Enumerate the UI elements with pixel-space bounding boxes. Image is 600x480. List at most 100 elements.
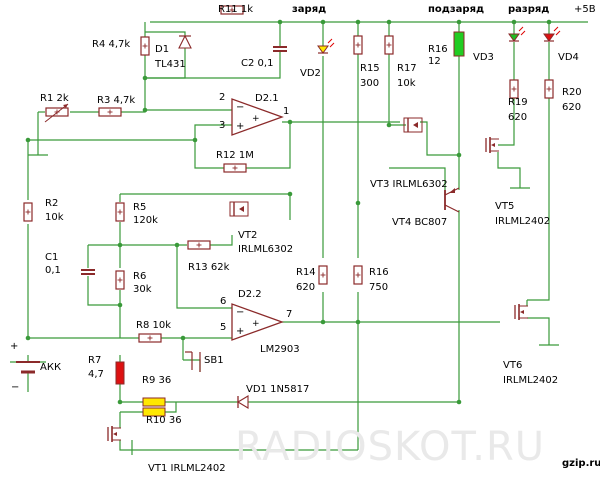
- label-c2: C2 0,1: [241, 58, 273, 69]
- label-d1-type: TL431: [154, 59, 186, 70]
- c1: [81, 269, 95, 275]
- wire-r20-vt6: [527, 98, 550, 301]
- wire-vt1-source: [119, 440, 358, 451]
- vt6-nmos-arrow: [520, 310, 524, 314]
- label-vt2: VT2: [238, 230, 257, 241]
- junction-dot: [355, 319, 361, 325]
- junction-dot: [142, 107, 148, 113]
- vt4-arrow: [449, 188, 455, 193]
- wire-vt5-source: [497, 152, 521, 188]
- vd4-body: [543, 33, 555, 42]
- wire-vt6-source: [527, 317, 550, 345]
- vd1-body: [236, 395, 249, 409]
- junction-dot: [456, 152, 462, 158]
- junction-dot: [117, 399, 123, 405]
- wire-d22-in6: [176, 245, 232, 309]
- label-r17-value: 10k: [397, 78, 416, 89]
- wire-r12-right: [245, 122, 291, 169]
- wire-r1-ground: [28, 112, 48, 156]
- d22-opamp: −++: [231, 303, 284, 341]
- label-pin7: 7: [286, 309, 292, 320]
- label-vt6: VT6: [503, 360, 522, 371]
- r8: [138, 333, 162, 343]
- junction-dot: [355, 19, 361, 25]
- label-r20: R20: [562, 87, 582, 98]
- label-r15-value: 300: [360, 78, 379, 89]
- label-r3: R3 4,7k: [97, 95, 135, 106]
- label-r17: R17: [397, 63, 417, 74]
- vt3-pmos: [403, 117, 423, 133]
- vt3-pmos-arrow: [413, 122, 418, 128]
- r5: [115, 202, 125, 222]
- vd1-diode: [236, 395, 249, 409]
- vd3-ray: [518, 26, 524, 32]
- label-pin5: 5: [220, 322, 226, 333]
- d22-opamp-body: [231, 303, 284, 341]
- label-r10: R10 36: [146, 415, 182, 426]
- label-vd1: VD1 1N5817: [246, 384, 309, 395]
- site-label: gzip.ru: [562, 458, 600, 469]
- d21-opamp-plus: +: [236, 121, 244, 132]
- r1-arrow: [63, 104, 68, 108]
- label-r6-value: 30k: [133, 284, 152, 295]
- vt3-pmos-frame: [403, 117, 423, 133]
- label-r8: R8 10k: [136, 320, 171, 331]
- vd2-ray: [329, 42, 335, 48]
- label-r7: R7: [88, 355, 101, 366]
- r7-resistor: [115, 361, 125, 385]
- label-d21: D2.1: [255, 93, 279, 104]
- label-vt1: VT1 IRLML2402: [148, 463, 226, 474]
- r16: [353, 265, 363, 285]
- label-r7-value: 4,7: [88, 369, 104, 380]
- wire-r12-left: [194, 140, 225, 169]
- label-c1: C1: [45, 252, 58, 263]
- label-r13: R13 62k: [188, 262, 230, 273]
- r19: [509, 79, 519, 99]
- vd2: [317, 38, 335, 54]
- d21-opamp-inner: +: [252, 114, 260, 124]
- label-r1: R1 2k: [40, 93, 69, 104]
- label-vt6-type: IRLML2402: [503, 375, 558, 386]
- wire: [165, 402, 177, 413]
- label-d22: D2.2: [238, 289, 262, 300]
- r16-top-body: [453, 31, 465, 57]
- label-r16-value: 750: [369, 282, 388, 293]
- r16-top: [453, 31, 465, 57]
- label-vd2: VD2: [300, 68, 321, 79]
- components: −++−++: [16, 5, 561, 442]
- junction-dot: [386, 122, 392, 128]
- label-vt5: VT5: [495, 201, 514, 212]
- label-vt4: VT4 BC807: [392, 217, 447, 228]
- r14: [318, 265, 328, 285]
- wire-vt4-base: [389, 167, 446, 195]
- r15: [353, 35, 363, 55]
- label-pin1: 1: [283, 106, 289, 117]
- vd3-ray: [520, 30, 526, 36]
- d1-zener: [178, 34, 192, 49]
- junction-dot: [192, 137, 198, 143]
- vt2-pmos: [229, 201, 249, 217]
- label-r12: R12 1M: [216, 150, 254, 161]
- wire-r19-vt5: [498, 98, 515, 146]
- junction-dot: [142, 75, 148, 81]
- label-r15: R15: [360, 63, 380, 74]
- label-r16-top: R16: [428, 44, 448, 55]
- label-r20-value: 620: [562, 102, 581, 113]
- wires: [10, 19, 588, 455]
- vd4-ray: [555, 30, 561, 36]
- vd2-body: [317, 45, 329, 54]
- r9-resistor: [142, 397, 166, 407]
- label-r16-top-value: 12: [428, 56, 441, 67]
- vt1-nmos-arrow: [113, 432, 117, 436]
- akk-battery: [16, 361, 40, 374]
- junction-dot: [320, 19, 326, 25]
- junction-dot: [25, 335, 31, 341]
- label-vd3: VD3: [473, 52, 494, 63]
- junction-dot: [386, 19, 392, 25]
- label-r14-value: 620: [296, 282, 315, 293]
- label-charge: заряд: [292, 4, 326, 15]
- watermark: RADIOSKOT.RU: [235, 424, 545, 470]
- junction-dot: [456, 19, 462, 25]
